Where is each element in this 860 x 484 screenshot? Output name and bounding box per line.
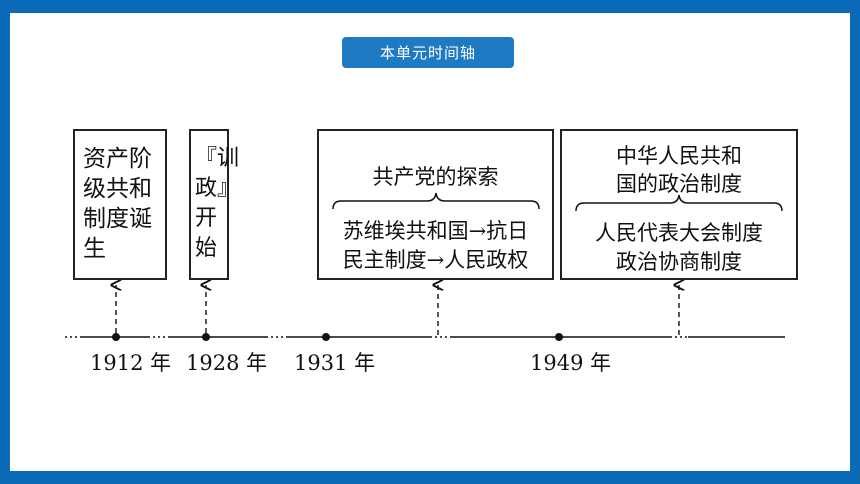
box-cpc-brace — [332, 192, 540, 210]
box-prc-heading-1: 中华人民共和 — [616, 144, 742, 168]
box-cpc-exploration: 共产党的探索 苏维埃共和国→抗日 民主制度→人民政权 — [317, 129, 554, 280]
timeline-axis: 1912 年 1928 年 1931 年 1949 年 — [65, 13, 785, 375]
year-label-1931: 1931 年 — [294, 351, 375, 375]
dot-1912 — [112, 333, 120, 341]
box-prc-line-2: 政治协商制度 — [616, 250, 742, 274]
box-republic-born: 资产阶 级共和 制度诞 生 — [73, 129, 167, 280]
unit-timeline-title-text: 本单元时间轴 — [379, 44, 476, 62]
unit-timeline-title: 本单元时间轴 — [342, 37, 514, 68]
box-prc-heading-2: 国的政治制度 — [616, 172, 742, 196]
box-tutelage-line-3: 开始 — [195, 206, 218, 261]
dot-1928 — [202, 333, 210, 341]
box-republic-line-1: 资产阶 — [83, 146, 152, 172]
year-label-1912: 1912 年 — [90, 351, 171, 375]
slide-frame: 本单元时间轴 资产阶 级共和 制度诞 生 『训 政』 开始 共产党的探索 苏维埃… — [10, 13, 850, 471]
box-prc-political-system: 中华人民共和 国的政治制度 人民代表大会制度 政治协商制度 — [560, 129, 798, 280]
box-republic-line-2: 级共和 — [83, 176, 152, 202]
box-cpc-heading: 共产党的探索 — [372, 165, 499, 189]
box-tutelage-start: 『训 政』 开始 — [189, 129, 239, 280]
box-cpc-line-2: 民主制度→人民政权 — [342, 248, 529, 272]
box-prc-brace — [575, 194, 783, 212]
dot-1949 — [555, 333, 563, 341]
box-prc-line-1: 人民代表大会制度 — [595, 221, 763, 245]
dot-1931 — [322, 333, 330, 341]
year-label-1928: 1928 年 — [186, 351, 267, 375]
box-republic-line-3: 制度诞 — [83, 206, 152, 232]
year-label-1949: 1949 年 — [530, 351, 611, 375]
box-republic-line-4: 生 — [83, 236, 106, 262]
box-cpc-line-1: 苏维埃共和国→抗日 — [342, 219, 529, 243]
